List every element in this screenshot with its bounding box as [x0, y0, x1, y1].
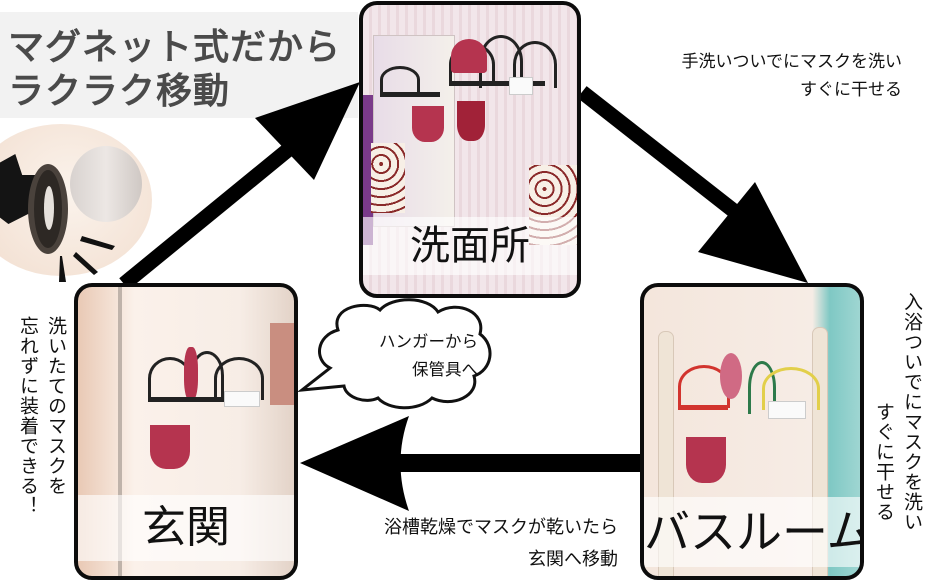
caption-line-1: 入浴ついでにマスクを洗い: [901, 292, 923, 532]
hanger-icon: [513, 41, 557, 88]
white-mask-icon: [509, 77, 533, 95]
mask-icon: [686, 437, 726, 483]
caption-line-2: すぐに干せる: [873, 402, 895, 522]
hanger-bar: [148, 397, 260, 402]
mask-cap-icon: [451, 39, 487, 73]
cabinet-edge: [363, 95, 373, 245]
caption-line-1: 洗いたてのマスクを: [45, 316, 67, 496]
headline-line-2: ラクラク移動: [8, 71, 231, 112]
photo-bathroom: バスルーム: [640, 283, 864, 580]
caption-washroom: 手洗いついでにマスクを洗い すぐに干せる: [600, 48, 903, 104]
bubble-line-1: ハンガーから: [379, 332, 478, 351]
bubble-line-2: 保管具へ: [412, 360, 478, 379]
hanger-bar: [449, 81, 545, 86]
white-mask-icon: [224, 391, 260, 407]
door-frame: [118, 287, 122, 576]
location-label-entrance: 玄関: [78, 495, 294, 561]
hanger-icon: [762, 367, 820, 410]
mask-icon: [457, 101, 485, 141]
photo-entrance: 玄関: [74, 283, 298, 580]
white-mask-icon: [768, 401, 806, 419]
mask-icon: [150, 425, 190, 469]
speech-bubble-text: ハンガーから 保管具へ: [338, 328, 478, 384]
location-label-washroom: 洗面所: [363, 217, 577, 275]
caption-line-1: 浴槽乾燥でマスクが乾いたら: [384, 517, 618, 538]
caption-entrance-vertical: 洗いたてのマスクを 忘れずに装着できる！: [14, 316, 70, 586]
hanger-icon: [214, 357, 264, 400]
mask-cap-icon: [720, 353, 742, 399]
mask-cap-icon: [184, 347, 198, 401]
magnet-closeup-image: [0, 124, 152, 276]
arrow-down-right-icon: [577, 86, 808, 283]
caption-bathroom-vertical: 入浴ついでにマスクを洗い すぐに干せる: [870, 292, 926, 582]
caption-line-2: 忘れずに装着できる！: [17, 316, 39, 516]
caption-line-2: 玄関へ移動: [528, 549, 618, 570]
caption-bathroom-to-entrance: 浴槽乾燥でマスクが乾いたら 玄関へ移動: [318, 512, 618, 576]
caption-line-2: すぐに干せる: [800, 80, 902, 100]
arrow-left-icon: [300, 416, 640, 511]
headline-line-1: マグネット式だから: [8, 27, 342, 68]
magnet-icon: [28, 164, 68, 254]
metal-disc: [70, 146, 142, 222]
mask-icon: [412, 106, 444, 142]
headline-panel: マグネット式だから ラクラク移動: [0, 12, 358, 118]
location-label-bathroom: バスルーム: [644, 497, 860, 567]
hanger-bar: [380, 92, 440, 97]
shelf: [270, 323, 294, 405]
photo-washroom: 洗面所: [359, 1, 581, 298]
towel: [371, 143, 405, 213]
hanger-reflection-icon: [380, 66, 420, 93]
caption-line-1: 手洗いついでにマスクを洗い: [681, 52, 903, 72]
hanger-bar: [678, 405, 728, 410]
